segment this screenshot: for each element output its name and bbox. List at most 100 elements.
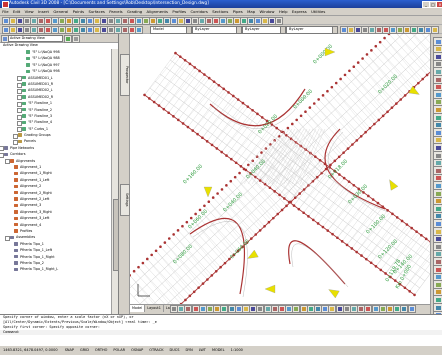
layer-combo[interactable]: Model [150,26,192,34]
main-road-node [184,299,187,302]
command-line[interactable]: Specify corner of window, enter a scale … [0,314,442,345]
menu-view[interactable]: View [22,8,35,15]
cross-road-node [259,179,262,182]
cross-road-node [394,279,397,282]
main-road-node [303,188,306,191]
main-road-node [190,217,193,220]
item-view-icon[interactable] [72,35,80,43]
command-prompt[interactable]: Command: [0,330,442,335]
tab-layout1[interactable]: Layout1 [145,305,164,312]
close-button[interactable]: × [436,1,442,8]
menu-grading[interactable]: Grading [125,8,145,15]
cross-road-node [177,119,180,122]
tree-node-icon [22,95,26,99]
toolspace-header: Active Drawing View [0,34,118,43]
tree-node-icon [22,102,26,106]
cross-road-node [391,213,394,216]
linetype-combo[interactable]: ByLayer [242,26,286,34]
tree-item[interactable]: Pfherla Tipo_1_Right_L [0,266,112,272]
main-road-node [247,164,250,167]
main-road-node [159,245,162,248]
main-road-node [168,237,171,240]
menu-profiles[interactable]: Profiles [170,8,188,15]
menu-alignments[interactable]: Alignments [144,8,170,15]
main-road-node [313,102,316,105]
menu-edit[interactable]: Edit [11,8,23,15]
main-road-node [295,119,298,122]
menu-map[interactable]: Map [245,8,257,15]
cross-road-node [338,173,341,176]
menu-pipes[interactable]: Pipes [231,8,245,15]
tree-node-icon [22,127,26,131]
drawing-svg[interactable]: 0+000.000+020.000+040.000+060.000+080.00… [130,34,430,304]
main-road-node [197,286,200,289]
tree-node-icon [18,133,22,137]
menu-parcels[interactable]: Parcels [107,8,125,15]
tree-node-icon [14,210,18,214]
cross-road-node [386,209,389,212]
cross-road-node [401,220,404,223]
main-road-node [199,209,202,212]
menu-express[interactable]: Express [290,8,309,15]
view-select[interactable]: Active Drawing View [8,35,63,42]
color-combo[interactable]: ByLayer [192,26,242,34]
tab-model[interactable]: Model [130,305,145,312]
cross-road-node [187,126,190,129]
cross-road-node [222,88,225,91]
draw-toolbar [170,305,425,311]
refresh-icon[interactable] [64,35,72,43]
menu-points[interactable]: Points [70,8,86,15]
layer-state-icon[interactable] [135,26,143,34]
main-road-node [335,82,338,85]
toolspace-panel: Active Drawing View Active Drawing View … [0,34,119,334]
properties-icon[interactable] [275,17,283,25]
main-road-node [298,192,301,195]
cross-road-node [246,105,249,108]
tree-root-label: Active Drawing View [3,43,38,47]
menu-insert[interactable]: Insert [36,8,51,15]
tree-scrollbar[interactable] [111,49,118,334]
tab-prospector[interactable]: Prospector [120,54,130,96]
main-road-node [334,160,337,163]
menu-surfaces[interactable]: Surfaces [86,8,107,15]
menu-sections[interactable]: Sections [210,8,230,15]
main-road-node [426,74,429,77]
cross-road-node [182,122,185,125]
main-road-node [383,37,386,40]
menu-general[interactable]: General [51,8,70,15]
main-road-node [316,176,319,179]
tree-node-icon [22,76,26,80]
cross-road-node [232,95,235,98]
main-road-node [304,110,307,113]
cross-road-node [184,59,187,62]
tree-node-icon [14,178,18,182]
main-road-node [137,266,140,269]
main-road-node [229,180,232,183]
tree-node-icon [22,89,26,93]
right-toolbar [430,34,442,334]
menu-file[interactable]: File [0,8,11,15]
table-style-icon[interactable] [431,26,439,34]
main-road-node [225,184,228,187]
main-road-node [369,127,372,130]
tree-node-icon [14,223,18,227]
lineweight-combo[interactable]: ByLayer [286,26,338,34]
tree-node-icon [18,140,22,144]
menu-help[interactable]: Help [277,8,290,15]
tab-settings[interactable]: Settings [120,184,130,216]
cross-road-node [326,229,329,232]
menu-corridors[interactable]: Corridors [188,8,210,15]
main-road-node [238,172,241,175]
draw-tool-34-icon[interactable] [408,305,416,313]
tree-node-icon [14,229,18,233]
menu-window[interactable]: Window [257,8,276,15]
main-road-node [331,86,334,89]
tree-node-icon [26,63,30,67]
menu-utilities[interactable]: Utilities [309,8,328,15]
main-road-node [207,200,210,203]
cross-road-node [158,104,161,107]
tree-node-icon [22,108,26,112]
cross-road-node [237,98,240,101]
